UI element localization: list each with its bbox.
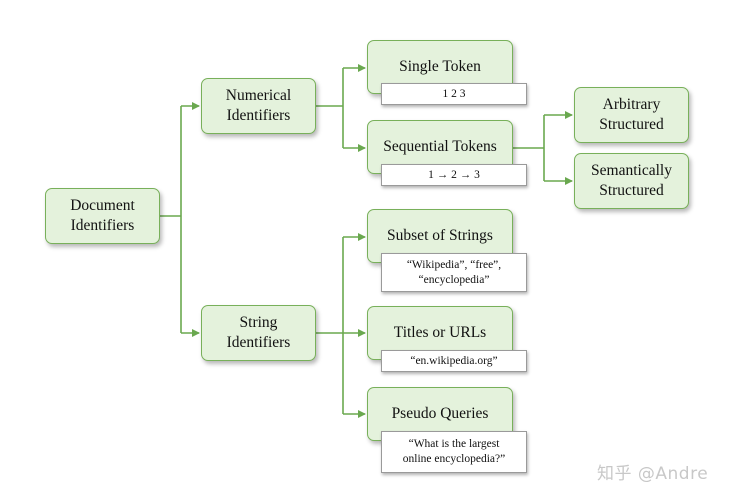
arbitrary-structured-node: Arbitrary Structured (574, 87, 689, 143)
string-identifiers-node: String Identifiers (201, 305, 316, 361)
watermark-text: 知乎 @Andre (597, 464, 709, 484)
subset-of-strings-example: “Wikipedia”, “free”, “encyclopedia” (381, 253, 527, 292)
sequential-tokens-example: 1 → 2 → 3 (381, 164, 527, 186)
single-token-example: 1 2 3 (381, 83, 527, 105)
titles-or-urls-example: “en.wikipedia.org” (381, 350, 527, 372)
numerical-identifiers-node: Numerical Identifiers (201, 78, 316, 134)
pseudo-queries-example: “What is the largest online encyclopedia… (381, 431, 527, 473)
semantically-structured-node: Semantically Structured (574, 153, 689, 209)
document-identifiers-node: Document Identifiers (45, 188, 160, 244)
